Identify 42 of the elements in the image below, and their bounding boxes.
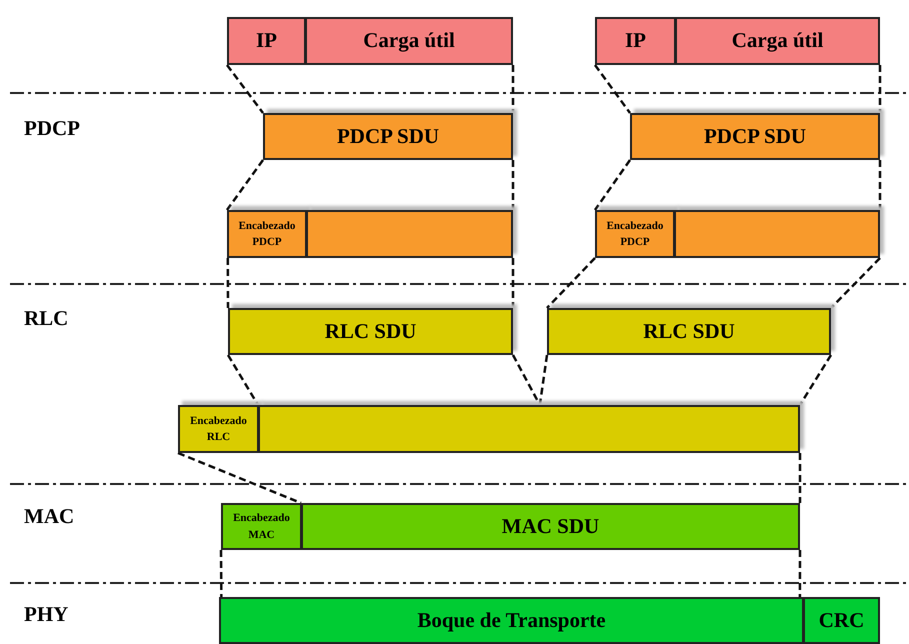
data-field: Carga útil <box>305 17 513 65</box>
header-field: Encabezado PDCP <box>227 210 307 258</box>
mapping-line <box>512 160 514 210</box>
mapping-line <box>226 354 260 406</box>
mapping-line <box>226 258 230 308</box>
data-field: RLC SDU <box>547 308 831 355</box>
mapping-line <box>798 453 802 503</box>
data-field: Boque de Transporte <box>219 597 804 644</box>
mapping-line <box>594 159 632 211</box>
layer-label: MAC <box>24 504 74 529</box>
header-field: Encabezado RLC <box>178 405 259 453</box>
mapping-line <box>512 65 514 113</box>
header-field: Encabezado PDCP <box>595 210 675 258</box>
mapping-line <box>220 550 223 597</box>
payload-field <box>674 210 880 258</box>
payload-field <box>258 405 800 453</box>
mapping-line <box>798 550 802 597</box>
payload-field <box>306 210 513 258</box>
data-field: IP <box>595 17 676 65</box>
mapping-line <box>546 257 596 309</box>
layer-label: PDCP <box>24 116 80 141</box>
mapping-line <box>798 354 832 406</box>
mapping-line <box>878 65 882 113</box>
data-field: CRC <box>803 597 880 644</box>
mapping-line <box>512 258 514 308</box>
mapping-line <box>226 64 264 114</box>
data-field: Carga útil <box>675 17 880 65</box>
data-field: RLC SDU <box>228 308 513 355</box>
data-field: MAC SDU <box>301 503 800 550</box>
mapping-line <box>512 354 541 406</box>
mapping-line <box>178 452 302 504</box>
layer-label: RLC <box>24 306 68 331</box>
mapping-line <box>830 257 881 309</box>
header-field: Encabezado MAC <box>221 503 302 550</box>
layer-label: PHY <box>24 602 68 627</box>
mapping-line <box>226 159 264 211</box>
data-field: PDCP SDU <box>630 113 880 160</box>
mapping-line <box>594 64 632 114</box>
mapping-line <box>538 354 548 406</box>
data-field: PDCP SDU <box>263 113 513 160</box>
data-field: IP <box>227 17 306 65</box>
mapping-line <box>878 160 882 210</box>
